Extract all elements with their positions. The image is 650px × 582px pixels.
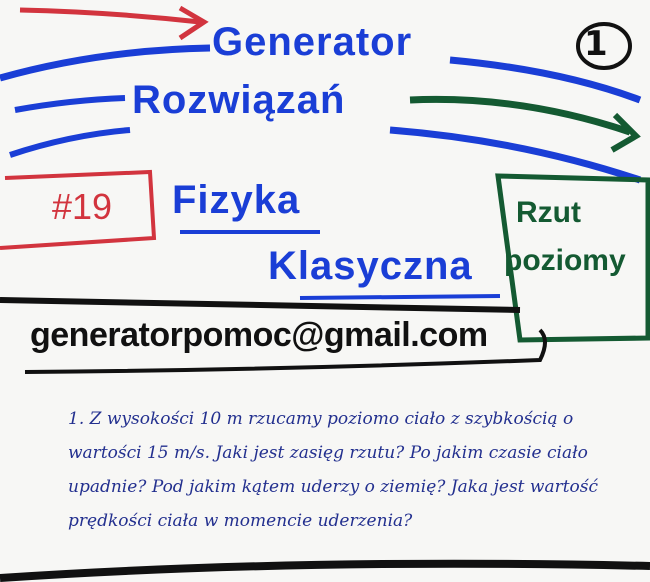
red-box bbox=[0, 169, 157, 250]
blue-stroke bbox=[14, 95, 126, 113]
subject-line-1: Fizyka bbox=[172, 178, 301, 222]
blue-stroke bbox=[0, 44, 211, 82]
green-box bbox=[495, 173, 650, 343]
page-number-badge: 1 bbox=[584, 24, 608, 64]
black-divider bbox=[0, 297, 521, 313]
green-arrowhead bbox=[610, 112, 641, 153]
task-text: 1. Z wysokości 10 m rzucamy poziomo ciał… bbox=[68, 409, 599, 531]
underline bbox=[299, 294, 501, 300]
subtopic-line-1: Rzut bbox=[516, 196, 581, 229]
blue-stroke bbox=[389, 126, 642, 184]
subtopic-line-2: poziomy bbox=[504, 244, 626, 277]
red-arrow bbox=[19, 7, 201, 25]
red-arrowhead bbox=[178, 5, 209, 41]
contact-email: generatorpomoc@gmail.com bbox=[30, 316, 488, 354]
blue-stroke bbox=[9, 127, 131, 158]
circle-outline bbox=[576, 22, 632, 70]
subject-line-2: Klasyczna bbox=[268, 244, 473, 288]
black-divider bbox=[0, 559, 650, 582]
header-line-2: Rozwiązań bbox=[132, 78, 346, 122]
header-line-1: Generator bbox=[212, 20, 413, 64]
email-underline bbox=[24, 328, 547, 374]
blue-stroke bbox=[449, 56, 642, 104]
green-arrow bbox=[409, 95, 632, 136]
topic-number: #19 bbox=[52, 186, 113, 227]
